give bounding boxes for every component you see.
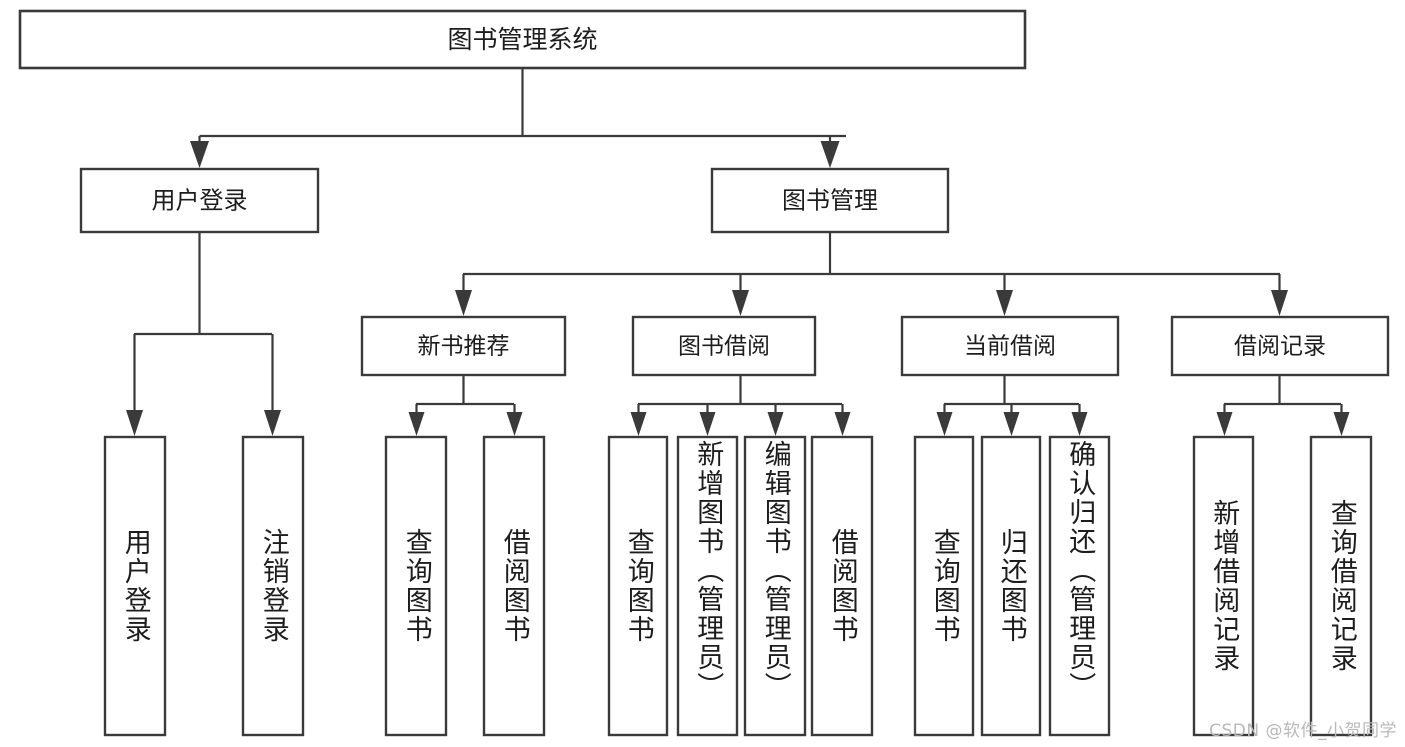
- connector-group-current-to-leaves: [936, 375, 1088, 436]
- leaf-box-user-login[interactable]: [103, 435, 167, 737]
- node-book-management-box: [710, 167, 950, 234]
- arrowhead-leaf-edit-book: [767, 412, 784, 436]
- node-new-book-recommend[interactable]: 新书推荐: [360, 315, 567, 377]
- arrowhead-leaf-user-login: [126, 410, 143, 436]
- node-book-borrow-box: [631, 315, 817, 377]
- connector-group-root-to-level2: [190, 68, 846, 168]
- leaf-box-borrow-book[interactable]: [810, 435, 874, 737]
- arrowhead-leaf-query-book-3: [936, 412, 953, 436]
- node-borrow-record[interactable]: 借阅记录: [1170, 315, 1390, 377]
- connector-group-userlogin-to-leaves: [126, 232, 281, 436]
- arrowhead-borrow-record: [1271, 290, 1288, 316]
- leaf-box-return-book[interactable]: [980, 435, 1042, 737]
- node-user-login-box: [79, 167, 320, 234]
- node-book-borrow-label: 图书借阅: [678, 334, 770, 360]
- connector-group-bookmanage-to-level3: [455, 232, 1288, 316]
- leaf-box-group: [103, 435, 1373, 737]
- arrowhead-leaf-add-book: [699, 412, 716, 436]
- leaf-box-query-book-current[interactable]: [913, 435, 975, 737]
- leaf-box-confirm-return-admin[interactable]: [1048, 435, 1111, 737]
- node-borrow-record-box: [1170, 315, 1390, 377]
- arrowhead-book-borrow: [732, 290, 749, 316]
- arrowhead-leaf-borrow-book-2: [834, 412, 851, 436]
- node-current-borrow[interactable]: 当前借阅: [900, 315, 1120, 377]
- arrowhead-leaf-return-book: [1003, 412, 1020, 436]
- arrowhead-leaf-query-book-2: [630, 412, 647, 436]
- arrowhead-book-manage: [820, 141, 840, 168]
- node-user-login-label: 用户登录: [152, 187, 248, 215]
- arrowhead-leaf-logout: [264, 410, 281, 436]
- node-book-borrow[interactable]: 图书借阅: [631, 315, 817, 377]
- node-new-book-recommend-label: 新书推荐: [418, 334, 510, 360]
- connector-group-record-to-leaves: [1216, 375, 1350, 436]
- node-root-system-label: 图书管理系统: [447, 25, 597, 54]
- node-borrow-record-label: 借阅记录: [1234, 334, 1326, 360]
- leaf-box-borrow-book-recommend[interactable]: [482, 435, 546, 737]
- leaf-box-add-book-admin[interactable]: [676, 435, 739, 737]
- node-current-borrow-label: 当前借阅: [964, 334, 1056, 360]
- node-current-borrow-box: [900, 315, 1120, 377]
- node-root-system-box: [18, 9, 1027, 70]
- arrowhead-new-book-recommend: [455, 290, 472, 316]
- arrowhead-user-login: [190, 141, 209, 168]
- node-new-book-recommend-box: [360, 315, 567, 377]
- leaf-box-query-book-recommend[interactable]: [384, 435, 448, 737]
- arrowhead-leaf-query-book-1: [408, 412, 425, 436]
- arrowhead-leaf-query-record: [1333, 412, 1350, 436]
- connector-group-recommend-to-leaves: [408, 375, 523, 436]
- arrowhead-leaf-confirm-return: [1071, 412, 1088, 436]
- leaf-box-query-borrow-record[interactable]: [1309, 435, 1373, 737]
- leaf-box-query-book-borrow[interactable]: [607, 435, 669, 737]
- leaf-box-edit-book-admin[interactable]: [743, 435, 807, 737]
- leaf-box-add-borrow-record[interactable]: [1192, 435, 1255, 737]
- node-book-management[interactable]: 图书管理: [710, 167, 950, 234]
- node-user-login[interactable]: 用户登录: [79, 167, 320, 234]
- csdn-watermark: CSDN @软件_小贺同学: [1209, 721, 1397, 741]
- connector-group-borrow-to-leaves: [630, 375, 851, 436]
- node-book-management-label: 图书管理: [782, 187, 878, 215]
- arrowhead-leaf-borrow-book-1: [506, 412, 523, 436]
- node-root-system[interactable]: 图书管理系统: [18, 9, 1027, 70]
- arrowhead-leaf-add-record: [1216, 412, 1233, 436]
- leaf-box-logout[interactable]: [241, 435, 305, 737]
- arrowhead-current-borrow: [996, 290, 1013, 316]
